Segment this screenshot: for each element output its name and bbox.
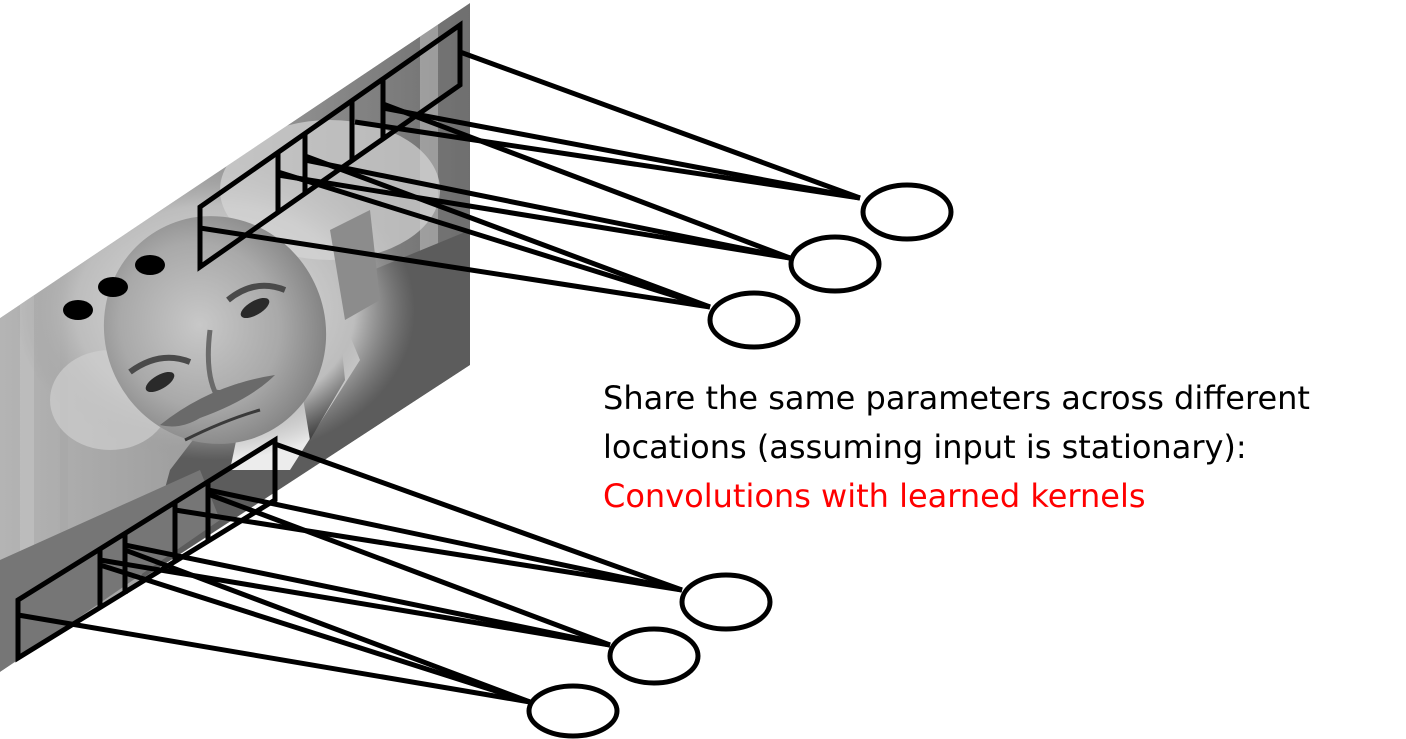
output-neuron-circle — [788, 234, 882, 294]
output-neuron-circle — [526, 683, 620, 739]
upper-output-units — [707, 182, 954, 350]
caption-line-2: locations (assuming input is stationary)… — [603, 428, 1247, 466]
lower-filter-strip — [15, 435, 278, 663]
output-neuron-circle — [607, 626, 701, 686]
caption-text-block: Share the same parameters across differe… — [603, 374, 1383, 521]
output-neuron-circle — [707, 290, 801, 350]
lower-output-units — [526, 572, 773, 739]
lower-connection-lines — [17, 441, 683, 705]
output-neuron-circle — [679, 572, 773, 632]
ellipsis-dots — [63, 255, 165, 320]
caption-line-1: Share the same parameters across differe… — [603, 379, 1310, 417]
output-neuron-circle — [860, 182, 954, 242]
upper-connection-lines — [199, 49, 861, 310]
caption-highlight-line: Convolutions with learned kernels — [603, 477, 1146, 515]
